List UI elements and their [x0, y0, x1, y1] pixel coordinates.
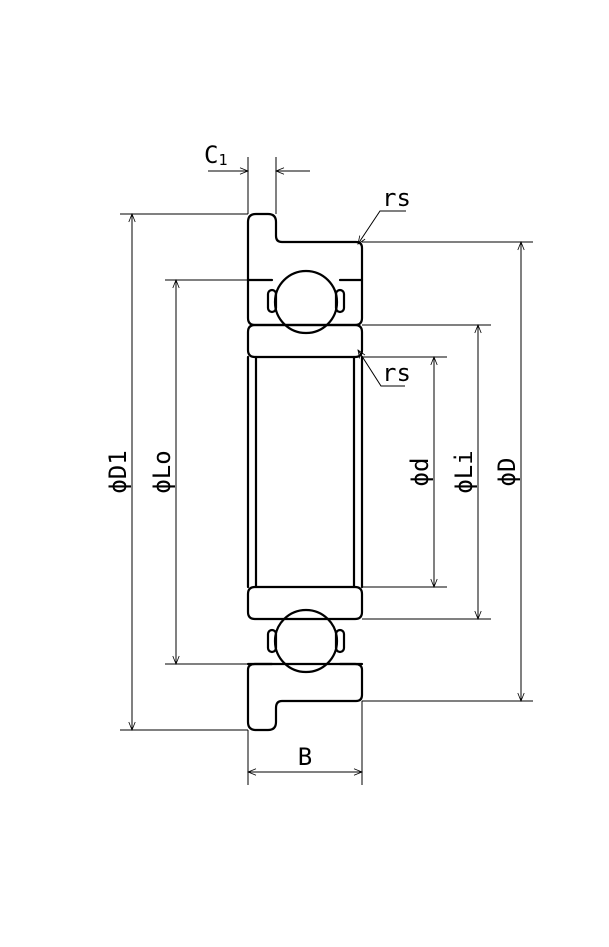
c1-label: C1: [204, 141, 227, 169]
lo-label: ϕLo: [148, 450, 176, 493]
bearing-section: [246, 212, 364, 732]
lower-shield-right: [334, 628, 346, 654]
b-label: B: [298, 743, 312, 771]
dimension-lines: [132, 171, 521, 772]
d-label: ϕd: [406, 458, 434, 487]
bore-inner-rect: [254, 355, 356, 589]
labels: C1 rs rs ϕD1 ϕLo ϕd ϕLi ϕD B: [104, 141, 521, 771]
inner-ring-outline-bottom: [246, 585, 364, 621]
upper-shield-left: [266, 288, 278, 314]
rs-mid-leader: [358, 350, 405, 387]
outer-ring-outline-bottom: [246, 662, 364, 732]
outer-d-label: ϕD: [493, 458, 521, 487]
li-label: ϕLi: [450, 450, 478, 493]
lower-shield-left: [266, 628, 278, 654]
upper-ball: [273, 269, 339, 335]
rs-top-label: rs: [382, 184, 411, 212]
rs-mid-label: rs: [382, 359, 411, 387]
rs-top-leader: [358, 210, 406, 244]
d1-label: ϕD1: [104, 450, 132, 493]
upper-shield-right: [334, 288, 346, 314]
inner-ring-outline: [246, 323, 364, 359]
bore-outline: [246, 355, 364, 589]
